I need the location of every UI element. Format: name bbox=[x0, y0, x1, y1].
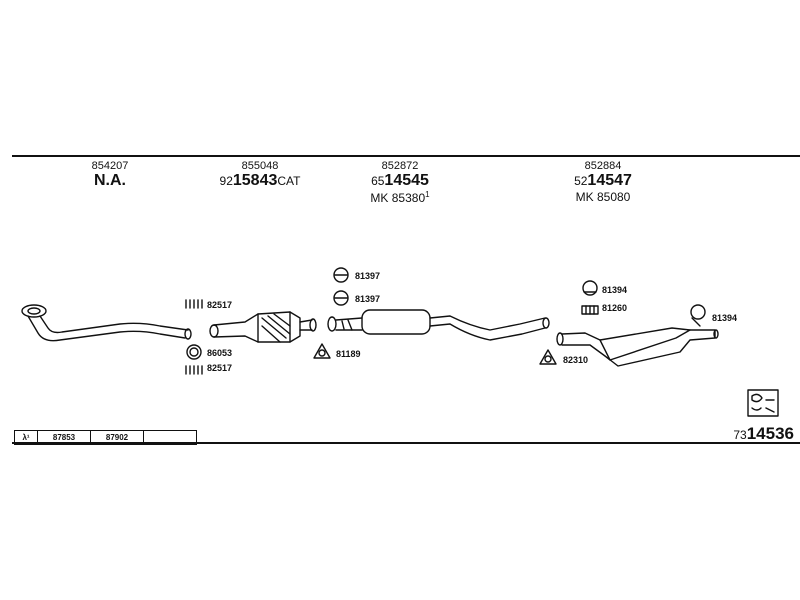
reference-number: 854207 bbox=[91, 160, 129, 172]
code-prefix: 92 bbox=[219, 174, 233, 188]
gasket-icon-82310 bbox=[539, 349, 557, 365]
code-main: 15843 bbox=[232, 172, 278, 189]
spring-icon-82517b bbox=[185, 365, 203, 375]
catalytic-converter bbox=[209, 311, 317, 343]
header-rule bbox=[12, 155, 800, 157]
footer-rule bbox=[12, 442, 800, 444]
code-main: 14536 bbox=[746, 424, 794, 443]
ring-icon-86053 bbox=[186, 344, 202, 360]
column-854207: 854207 N.A. bbox=[60, 160, 160, 190]
table-cell: 87902 bbox=[91, 431, 144, 444]
part-label-81397: 81397 bbox=[355, 271, 381, 281]
part-label-82310: 82310 bbox=[563, 355, 589, 365]
mounting-kit-icon bbox=[747, 389, 779, 417]
part-label-81394: 81394 bbox=[712, 313, 738, 323]
code-prefix: 65 bbox=[371, 174, 385, 188]
code-prefix: 52 bbox=[574, 174, 588, 188]
middle-silencer bbox=[327, 309, 550, 341]
part-label-81260: 81260 bbox=[602, 303, 628, 313]
not-available-label: N.A. bbox=[94, 172, 126, 189]
part-label-81189: 81189 bbox=[336, 349, 361, 359]
part-label-82517: 82517 bbox=[207, 363, 233, 373]
hanger-icon-81260 bbox=[581, 305, 599, 315]
part-label-82517: 82517 bbox=[207, 300, 233, 310]
part-code: 6514545 bbox=[345, 172, 455, 190]
column-855048: 855048 9215843CAT bbox=[195, 160, 325, 190]
code-suffix: CAT bbox=[277, 174, 301, 188]
part-code: 9215843CAT bbox=[195, 172, 325, 190]
column-852872: 852872 6514545 MK 853801 bbox=[345, 160, 455, 205]
table-cell: 87853 bbox=[38, 431, 91, 444]
part-code: 5214547 bbox=[548, 172, 658, 190]
rubber-mount-icon-81397b bbox=[333, 290, 349, 306]
reference-number: 855048 bbox=[241, 160, 279, 172]
rubber-mount-icon-81397a bbox=[333, 267, 349, 283]
front-pipe bbox=[21, 304, 192, 342]
lambda-symbol: λ¹ bbox=[15, 431, 38, 444]
final-part-code: 7314536 bbox=[733, 424, 794, 444]
column-852884: 852884 5214547 MK 85080 bbox=[548, 160, 658, 204]
reference-number: 852872 bbox=[381, 160, 419, 172]
spring-icon-82517a bbox=[185, 299, 203, 309]
part-label-86053: 86053 bbox=[207, 348, 233, 358]
code-main: 14547 bbox=[587, 172, 632, 189]
mk-code: MK 85080 bbox=[575, 190, 631, 204]
gasket-icon-81189 bbox=[313, 343, 331, 359]
part-label-81394: 81394 bbox=[602, 285, 628, 295]
reference-number: 852884 bbox=[584, 160, 622, 172]
part-label-81397: 81397 bbox=[355, 294, 381, 304]
mk-code: MK 853801 bbox=[370, 190, 430, 205]
rubber-mount-icon-81394a bbox=[582, 280, 598, 296]
lambda-parts-table: λ¹ 87853 87902 bbox=[14, 430, 197, 445]
code-main: 14545 bbox=[384, 172, 429, 189]
rubber-mount-icon-81394b bbox=[690, 304, 706, 327]
code-prefix: 73 bbox=[733, 428, 747, 442]
rear-silencer bbox=[556, 327, 719, 367]
